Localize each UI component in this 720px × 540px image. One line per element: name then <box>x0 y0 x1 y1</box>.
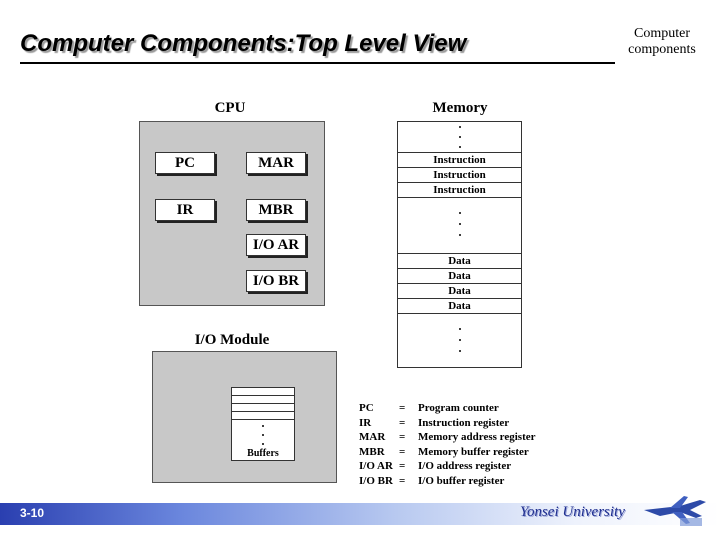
memory-cell-data: Data <box>398 298 521 314</box>
legend-eq: = <box>399 402 406 414</box>
corner-label-line2: components <box>628 42 696 57</box>
ellipsis-dot <box>459 223 461 225</box>
register-io-ar: I/O AR <box>246 234 306 256</box>
memory-box: Instruction Instruction Instruction Data… <box>397 121 522 368</box>
memory-cell-instruction: Instruction <box>398 182 521 198</box>
title-underline <box>20 62 615 64</box>
memory-cell-data: Data <box>398 268 521 283</box>
ellipsis-dot <box>459 234 461 236</box>
footer-bar <box>0 503 720 525</box>
ellipsis-dot <box>459 339 461 341</box>
legend-eq: = <box>399 474 406 487</box>
register-pc: PC <box>155 152 215 174</box>
legend-desc: Memory buffer register <box>418 445 529 458</box>
page-number: 3-10 <box>20 506 45 520</box>
memory-cell-data: Data <box>398 283 521 298</box>
io-module-label: I/O Module <box>194 332 270 348</box>
cpu-label: CPU <box>214 100 246 116</box>
register-mbr: MBR <box>246 199 306 221</box>
ellipsis-dot <box>459 136 461 138</box>
legend-eq: = <box>399 416 406 429</box>
ellipsis-dot <box>459 146 461 148</box>
memory-label: Memory <box>432 100 488 116</box>
legend-eq: = <box>399 460 406 472</box>
memory-cell-instruction: Instruction <box>398 152 521 167</box>
buffer-line <box>232 411 294 412</box>
legend-abbr: MBR <box>359 445 385 458</box>
legend-abbr: I/O BR <box>359 474 393 487</box>
corner-label: Computer components <box>612 26 712 58</box>
legend-desc: Program counter <box>418 402 499 414</box>
legend-desc: Memory address register <box>418 431 536 443</box>
legend-desc: Instruction register <box>418 416 510 429</box>
ellipsis-dot <box>459 212 461 214</box>
ellipsis-dot <box>262 443 264 445</box>
ellipsis-dot <box>459 350 461 352</box>
memory-cell-instruction: Instruction <box>398 167 521 182</box>
legend-abbr: IR <box>359 416 372 429</box>
ellipsis-dot <box>459 328 461 330</box>
io-buffers: Buffers <box>231 387 295 461</box>
legend-eq: = <box>399 445 406 458</box>
buffer-line <box>232 419 294 420</box>
legend-abbr: I/O AR <box>359 460 393 472</box>
buffers-label: Buffers <box>247 448 279 459</box>
airplane-logo-icon <box>640 494 712 530</box>
corner-label-line1: Computer <box>634 26 690 41</box>
legend-abbr: MAR <box>359 431 386 443</box>
register-mar: MAR <box>246 152 306 174</box>
register-io-br: I/O BR <box>246 270 306 292</box>
buffer-line <box>232 395 294 396</box>
legend-eq: = <box>399 431 406 443</box>
university-name: Yonsei University <box>520 504 625 520</box>
legend-desc: I/O address register <box>418 460 512 472</box>
register-ir: IR <box>155 199 215 221</box>
legend-desc: I/O buffer register <box>418 474 505 487</box>
buffer-line <box>232 403 294 404</box>
ellipsis-dot <box>262 434 264 436</box>
ellipsis-dot <box>262 425 264 427</box>
legend-abbr: PC <box>359 402 374 414</box>
slide-title: Computer Components:Top Level View <box>20 30 467 57</box>
memory-cell-data: Data <box>398 253 521 268</box>
ellipsis-dot <box>459 126 461 128</box>
